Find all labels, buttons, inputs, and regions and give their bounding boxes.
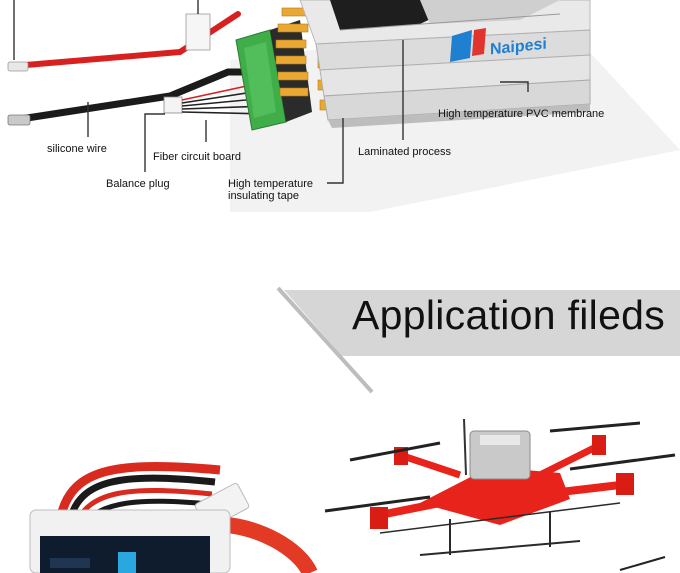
label-insulating-tape-line1: High temperature (228, 178, 313, 190)
battery-cutaway-diagram: Naipesi (7, 0, 680, 212)
red-wire-connector (185, 13, 211, 51)
section-title: Application fileds (352, 292, 666, 338)
agricultural-drone-photo (324, 418, 676, 571)
label-pvc-membrane: High temperature PVC membrane (438, 108, 605, 120)
red-wire (7, 11, 241, 72)
svg-text:Naipesi: Naipesi (490, 35, 547, 59)
label-balance-plug: Balance plug (106, 178, 170, 190)
label-laminated-process: Laminated process (358, 146, 451, 158)
battery-pack-photo (29, 462, 318, 573)
leader-lines (13, 0, 529, 184)
label-insulating-tape-line2: insulating tape (228, 190, 299, 202)
section-banner (276, 286, 680, 394)
brand-logo: Naipesi (450, 28, 547, 62)
banner-accent-line (276, 286, 374, 394)
banner-background (284, 290, 680, 356)
label-fiber-circuit-board: Fiber circuit board (153, 151, 242, 163)
label-silicone-wire: silicone wire (47, 143, 107, 155)
black-silicone-wire (7, 68, 266, 126)
